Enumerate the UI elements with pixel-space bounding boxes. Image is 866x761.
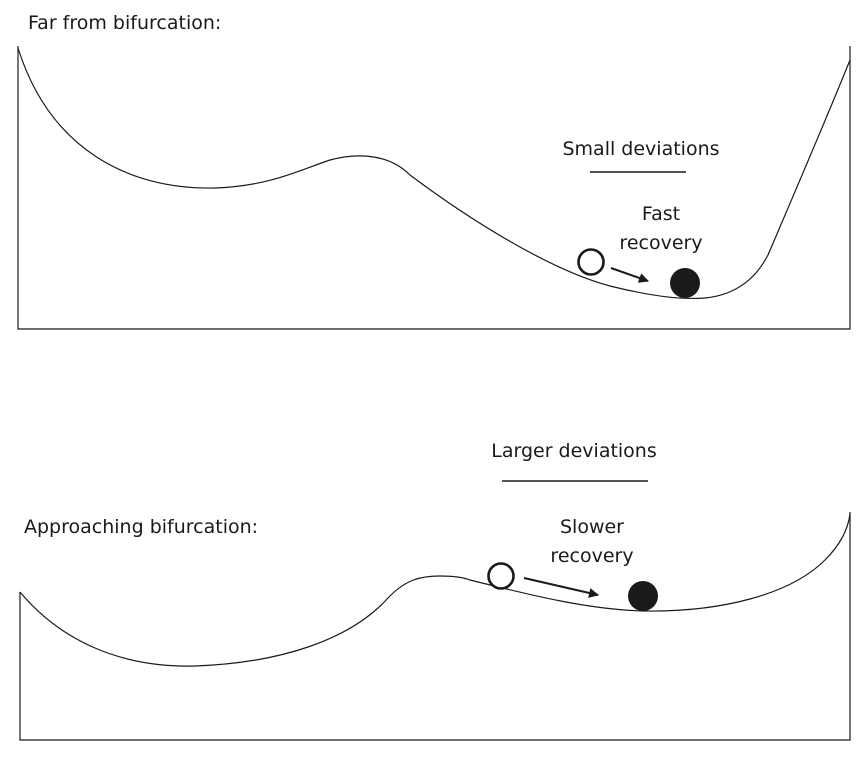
recovery-arrow-approaching <box>523 577 599 598</box>
recovery-arrow-far <box>610 267 649 283</box>
perturbed-ball-far <box>577 248 605 276</box>
panel-title-approaching: Approaching bifurcation: <box>24 516 258 538</box>
landscape-curve-far <box>17 47 851 300</box>
panel-far-from-bifurcation: Far from bifurcation: Small deviations F… <box>17 12 851 330</box>
perturbed-ball-approaching <box>487 562 515 590</box>
panel-frame-approaching <box>19 512 851 741</box>
panel-approaching-bifurcation: Approaching bifurcation: Larger deviatio… <box>19 440 851 741</box>
recovery-label-approaching-line1: Slower <box>560 516 624 538</box>
deviation-label-approaching: Larger deviations <box>491 440 657 462</box>
recovery-label-approaching-line2: recovery <box>550 545 633 567</box>
recovery-label-far-line2: recovery <box>619 232 702 254</box>
equilibrium-ball-approaching <box>628 581 658 611</box>
panel-title-far: Far from bifurcation: <box>28 12 221 34</box>
landscape-curve-approaching <box>19 513 851 667</box>
panel-frame-far <box>17 46 851 330</box>
recovery-label-far-line1: Fast <box>642 203 680 225</box>
equilibrium-ball-far <box>670 268 700 298</box>
deviation-label-far: Small deviations <box>562 138 719 160</box>
